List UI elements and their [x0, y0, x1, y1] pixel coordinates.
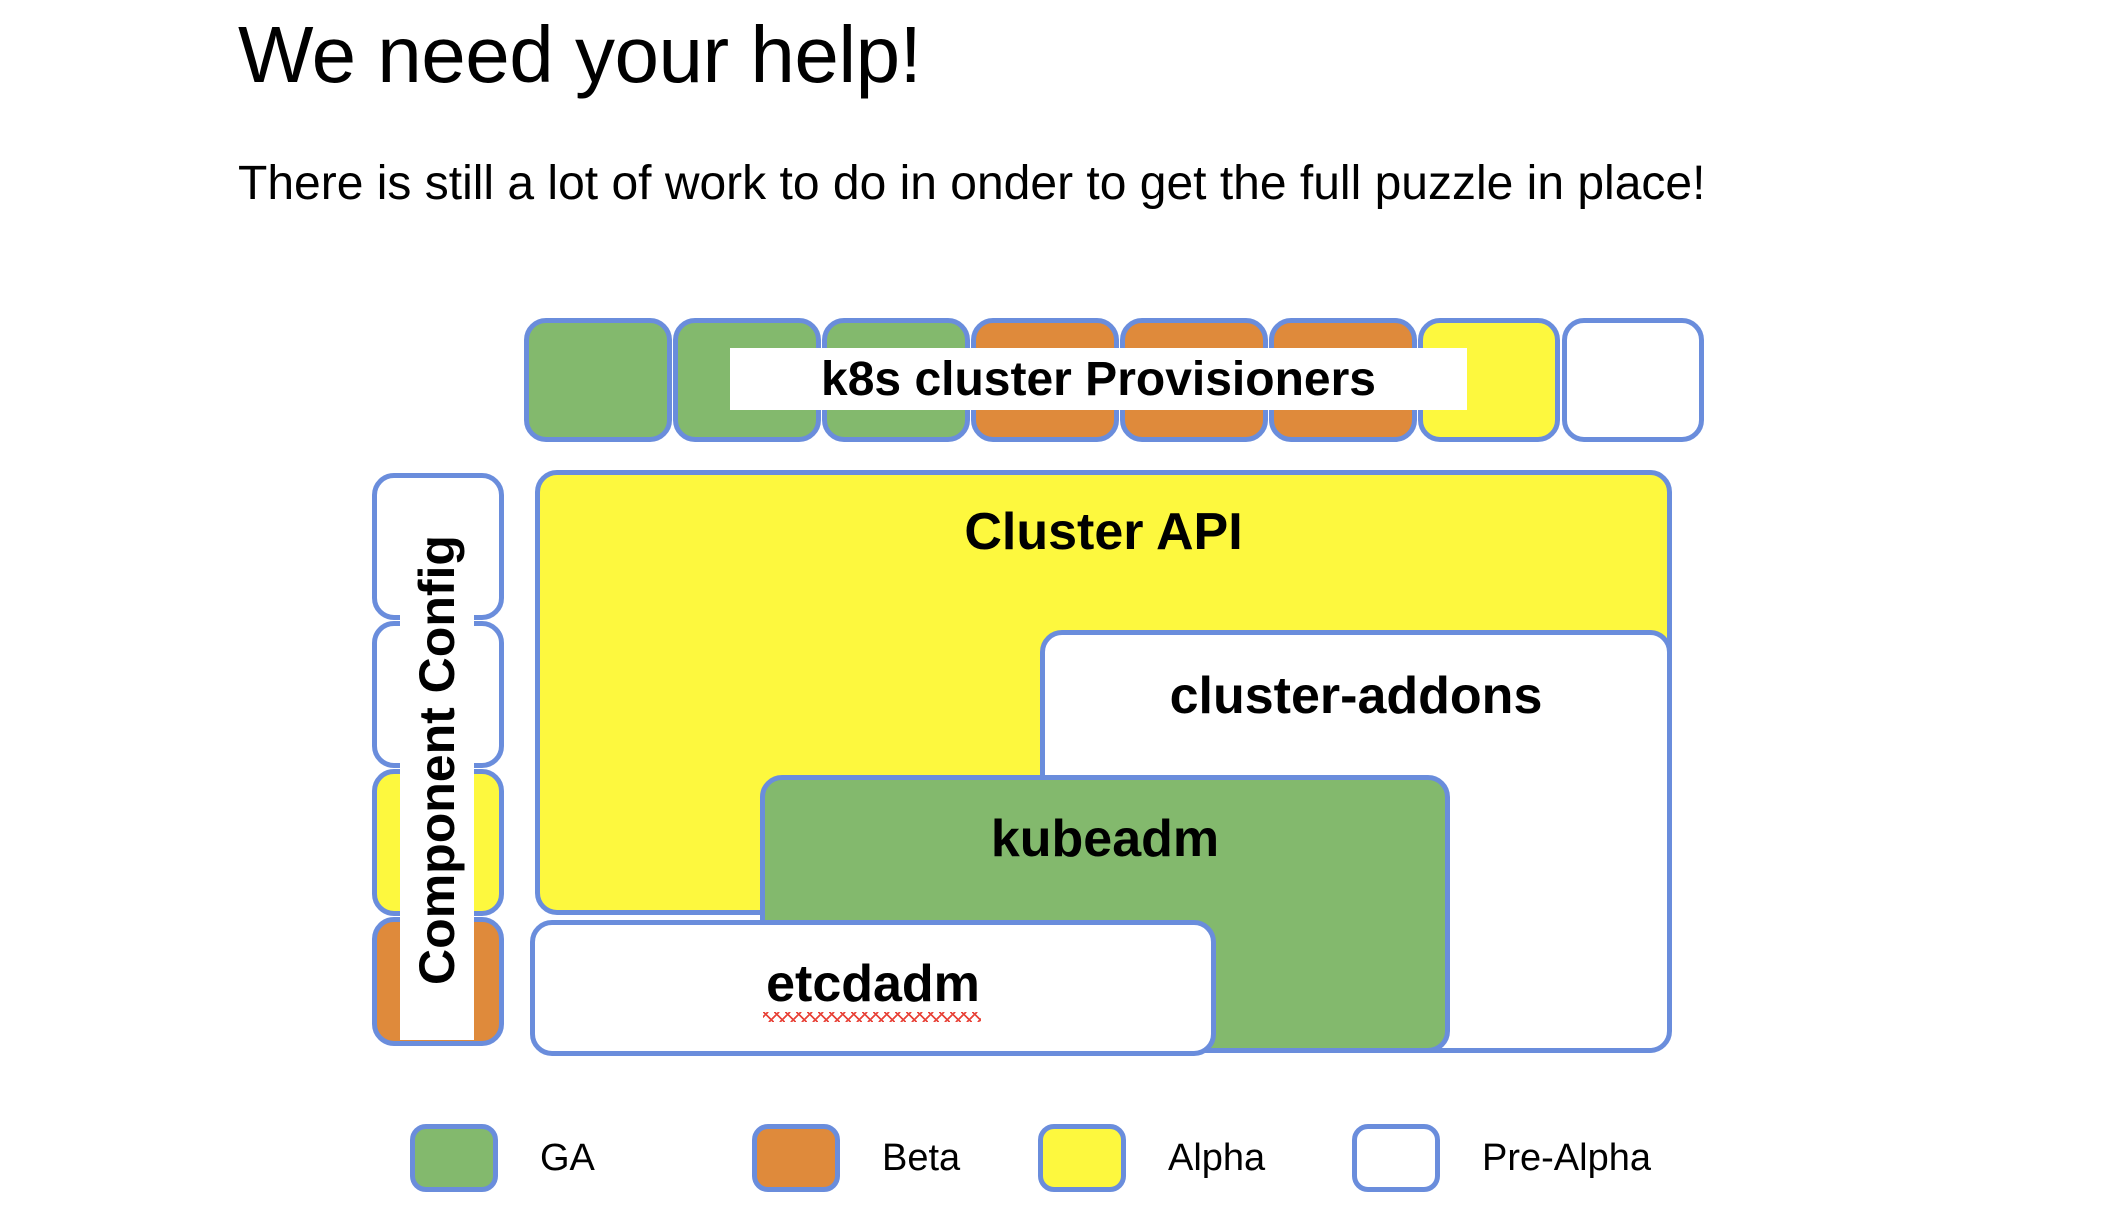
provisioners-label: k8s cluster Provisioners [730, 348, 1467, 410]
node-cluster-addons-label: cluster-addons [1169, 667, 1543, 725]
legend-label-pre-alpha: Pre-Alpha [1482, 1136, 1651, 1179]
legend-swatch-alpha [1038, 1124, 1126, 1192]
node-cluster-api-label: Cluster API [964, 503, 1243, 561]
provisioner-box-8[interactable] [1562, 318, 1704, 442]
page-subtitle: There is still a lot of work to do in on… [238, 157, 1706, 210]
node-etcdadm[interactable] [530, 920, 1216, 1056]
spellcheck-underline-icon [763, 1012, 981, 1022]
legend-label-beta: Beta [882, 1136, 961, 1179]
legend-item-ga: GA [410, 1118, 595, 1198]
legend-label-alpha: Alpha [1168, 1136, 1266, 1179]
node-kubeadm-label: kubeadm [990, 810, 1220, 868]
legend: GA Beta Alpha Pre-Alpha [0, 1118, 2126, 1208]
legend-item-alpha: Alpha [1038, 1118, 1265, 1198]
legend-swatch-pre-alpha [1352, 1124, 1440, 1192]
legend-label-ga: GA [540, 1136, 595, 1179]
legend-item-pre-alpha: Pre-Alpha [1352, 1118, 1651, 1198]
component-config-label: Component Config [400, 480, 474, 1040]
legend-item-beta: Beta [752, 1118, 960, 1198]
legend-swatch-ga [410, 1124, 498, 1192]
node-etcdadm-label: etcdadm [766, 955, 980, 1013]
page-title: We need your help! [238, 10, 922, 99]
component-config-label-text: Component Config [409, 535, 465, 985]
provisioner-box-1[interactable] [524, 318, 672, 442]
legend-swatch-beta [752, 1124, 840, 1192]
